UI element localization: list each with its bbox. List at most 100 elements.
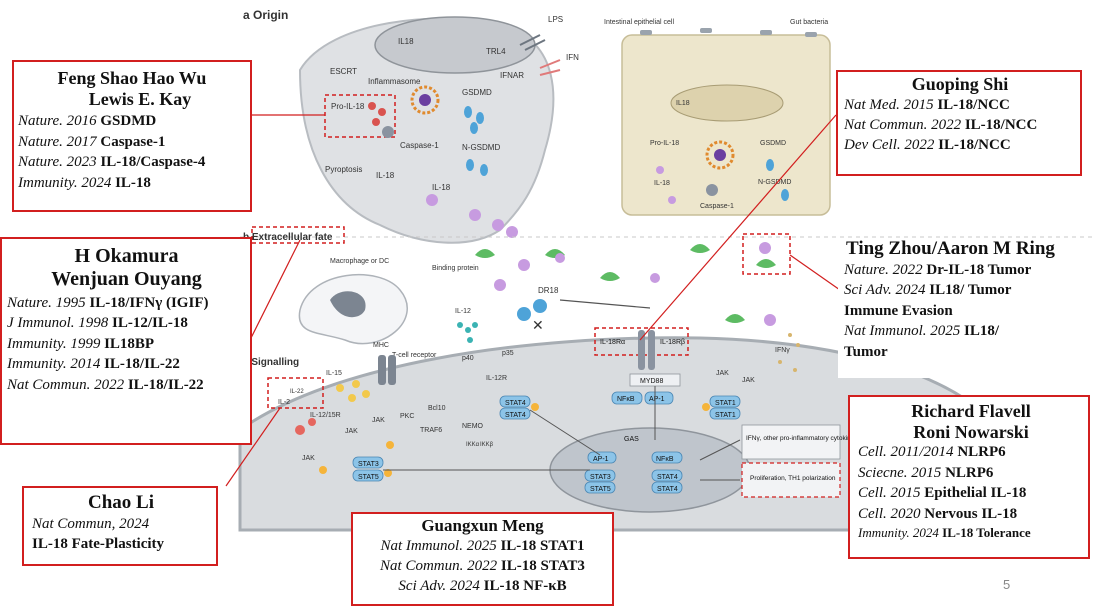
- macrophage-nucleus: [330, 291, 366, 318]
- chao-box: Chao Li Nat Commun, 2024 IL-18 Fate-Plas…: [22, 486, 218, 566]
- outcome-box-2: [741, 462, 841, 498]
- flavell-ref-4: Cell. 2020 Nervous IL-18: [858, 505, 1018, 522]
- il18-receptor-icon: [638, 330, 655, 370]
- dr-il18-highlight: [742, 233, 791, 275]
- shi-ref-2: Nat Commun. 2022 IL-18/NCC: [844, 117, 1038, 134]
- okamura-ref-3: Immunity. 1999 IL18BP: [7, 335, 155, 352]
- label-ifnar: IFNAR: [500, 71, 524, 80]
- phospho-icons: [319, 403, 710, 477]
- outcome-box-1: [741, 424, 841, 460]
- shao-ref-2: Nature. 2017 Caspase-1: [18, 133, 166, 150]
- label-ap1: AP-1: [649, 396, 665, 403]
- okamura-heading-2: Wenjuan Ouyang: [51, 268, 202, 290]
- block-icon: ✕: [532, 317, 544, 333]
- label-il18-epi-2: IL-18: [654, 180, 670, 187]
- okamura-refs: Nature. 1995 IL-18/IFNγ (IGIF) J Immunol…: [7, 293, 246, 395]
- label-escrt: ESCRT: [330, 67, 357, 76]
- pro-il18-highlight: [324, 94, 396, 138]
- free-il18-icon: [494, 253, 776, 326]
- dr18-icon: [517, 299, 547, 321]
- label-macrophage: Macrophage or DC: [330, 258, 389, 265]
- n-gsdmd-icon: [466, 159, 488, 176]
- label-binding-protein: Binding protein: [432, 265, 479, 272]
- label-n-gsdmd-epi: N-GSDMD: [758, 179, 791, 186]
- ifng-icon: [778, 333, 800, 372]
- label-il15: IL-15: [326, 370, 342, 377]
- label-stat4-n2: STAT4: [657, 486, 678, 493]
- il18-secreted-icon: [426, 194, 518, 238]
- shao-heading-2: Lewis E. Kay: [88, 88, 192, 109]
- shi-refs: Nat Med. 2015 IL-18/NCC Nat Commun. 2022…: [844, 95, 1076, 156]
- label-lps: LPS: [548, 15, 563, 24]
- label-nfkb-n: NFκB: [656, 456, 674, 463]
- meng-ref-2: Nat Commun. 2022 IL-18 STAT3: [380, 557, 585, 574]
- chao-ref-2: IL-18 Fate-Plasticity: [32, 536, 165, 553]
- label-fate: b Extracellular fate: [243, 232, 333, 243]
- ap1-box: [644, 391, 674, 405]
- epithelial-nucleus: [670, 84, 784, 122]
- label-ap1-n: AP-1: [593, 456, 609, 463]
- gsdmd-icon: [464, 106, 484, 134]
- label-origin: a Origin: [243, 8, 288, 22]
- shao-box: Feng Shao Hao Wu Lewis E. Kay Nature. 20…: [12, 60, 252, 212]
- label-caspase1-a: Caspase-1: [400, 141, 439, 150]
- stat-blobs: [352, 395, 741, 494]
- chao-ref-1: Nat Commun, 2024: [32, 515, 150, 532]
- il22-highlight: [267, 377, 324, 409]
- label-jak-1: JAK: [372, 417, 385, 424]
- label-stat1-a: STAT1: [715, 400, 736, 407]
- label-il12: IL-12: [455, 308, 471, 315]
- il15-icon: [336, 380, 370, 402]
- label-signalling: c Signalling: [243, 357, 299, 368]
- shao-heading-1: Feng Shao Hao Wu: [57, 68, 207, 88]
- label-outcome-2: Proliferation, TH1 polarization: [750, 475, 836, 482]
- flavell-ref-5: Immunity. 2024 IL-18 Tolerance: [858, 524, 1031, 540]
- meng-box: Guangxun Meng Nat Immunol. 2025 IL-18 ST…: [351, 512, 614, 606]
- label-intestinal-cell: Intestinal epithelial cell: [604, 19, 674, 26]
- meng-ref-3: Sci Adv. 2024 IL-18 NF-κB: [398, 578, 567, 595]
- label-il18-epi: IL18: [676, 100, 690, 107]
- shao-ref-3: Nature. 2023 IL-18/Caspase-4: [18, 154, 206, 171]
- shao-refs: Nature. 2016 GSDMD Nature. 2017 Caspase-…: [18, 111, 246, 193]
- dr-il18-bp-icon: [756, 259, 776, 268]
- zhou-ref-2: Sci Adv. 2024 IL18/ Tumor: [844, 282, 1012, 299]
- label-trl4: TRL4: [486, 47, 506, 56]
- label-stat5-a: STAT5: [358, 474, 379, 481]
- okamura-ref-1: Nature. 1995 IL-18/IFNγ (IGIF): [7, 295, 209, 311]
- label-il18-a: IL-18: [376, 171, 395, 180]
- label-jak-3: JAK: [302, 455, 315, 462]
- flavell-refs: Cell. 2011/2014 NLRP6 Sciecne. 2015 NLRP…: [858, 442, 1084, 541]
- okamura-ref-2: J Immunol. 1998 IL-12/IL-18: [7, 315, 188, 332]
- label-p35: p35: [502, 350, 514, 357]
- okamura-heading-1: H Okamura: [74, 245, 179, 267]
- label-il12r: IL-12R: [486, 375, 507, 382]
- label-pro-il18-epi: Pro-IL-18: [650, 140, 679, 147]
- label-ikkb: IKKβ: [480, 442, 494, 448]
- label-n-gsdmd-a: N-GSDMD: [462, 143, 500, 152]
- label-outcome-1: IFNγ, other pro-inflammatory cytokines: [746, 435, 858, 442]
- epi-inflammasome-icon: [705, 140, 735, 170]
- dr-il18-icon: [759, 242, 771, 254]
- label-bcl10: Bcl10: [428, 405, 446, 412]
- label-stat4-a: STAT4: [505, 400, 526, 407]
- caspase1-icon: [382, 126, 394, 138]
- dr18-arrow: [559, 299, 651, 309]
- shi-box: Guoping Shi Nat Med. 2015 IL-18/NCC Nat …: [836, 70, 1082, 176]
- tcr-icon: [378, 355, 396, 385]
- zhou-refs: Nature. 2022 Dr-IL-18 Tumor Sci Adv. 202…: [844, 260, 1088, 362]
- label-gsdmd-epi: GSDMD: [760, 140, 786, 147]
- label-stat4-b: STAT4: [505, 412, 526, 419]
- epithelial-cell: [621, 34, 831, 216]
- epi-gsdmd-icon: [766, 159, 789, 201]
- meng-ref-1: Nat Immunol. 2025 IL-18 STAT1: [380, 537, 585, 554]
- label-caspase1-epi: Caspase-1: [700, 203, 734, 210]
- chao-refs: Nat Commun, 2024 IL-18 Fate-Plasticity: [32, 514, 210, 555]
- il18r-highlight: [594, 327, 689, 356]
- label-gut-bacteria: Gut bacteria: [790, 19, 828, 26]
- label-nemo: NEMO: [462, 423, 484, 430]
- label-stat1-b: STAT1: [715, 412, 736, 419]
- label-p40: p40: [462, 355, 474, 362]
- epi-caspase1-icon: [706, 184, 718, 196]
- shao-ref-1: Nature. 2016 GSDMD: [18, 113, 157, 130]
